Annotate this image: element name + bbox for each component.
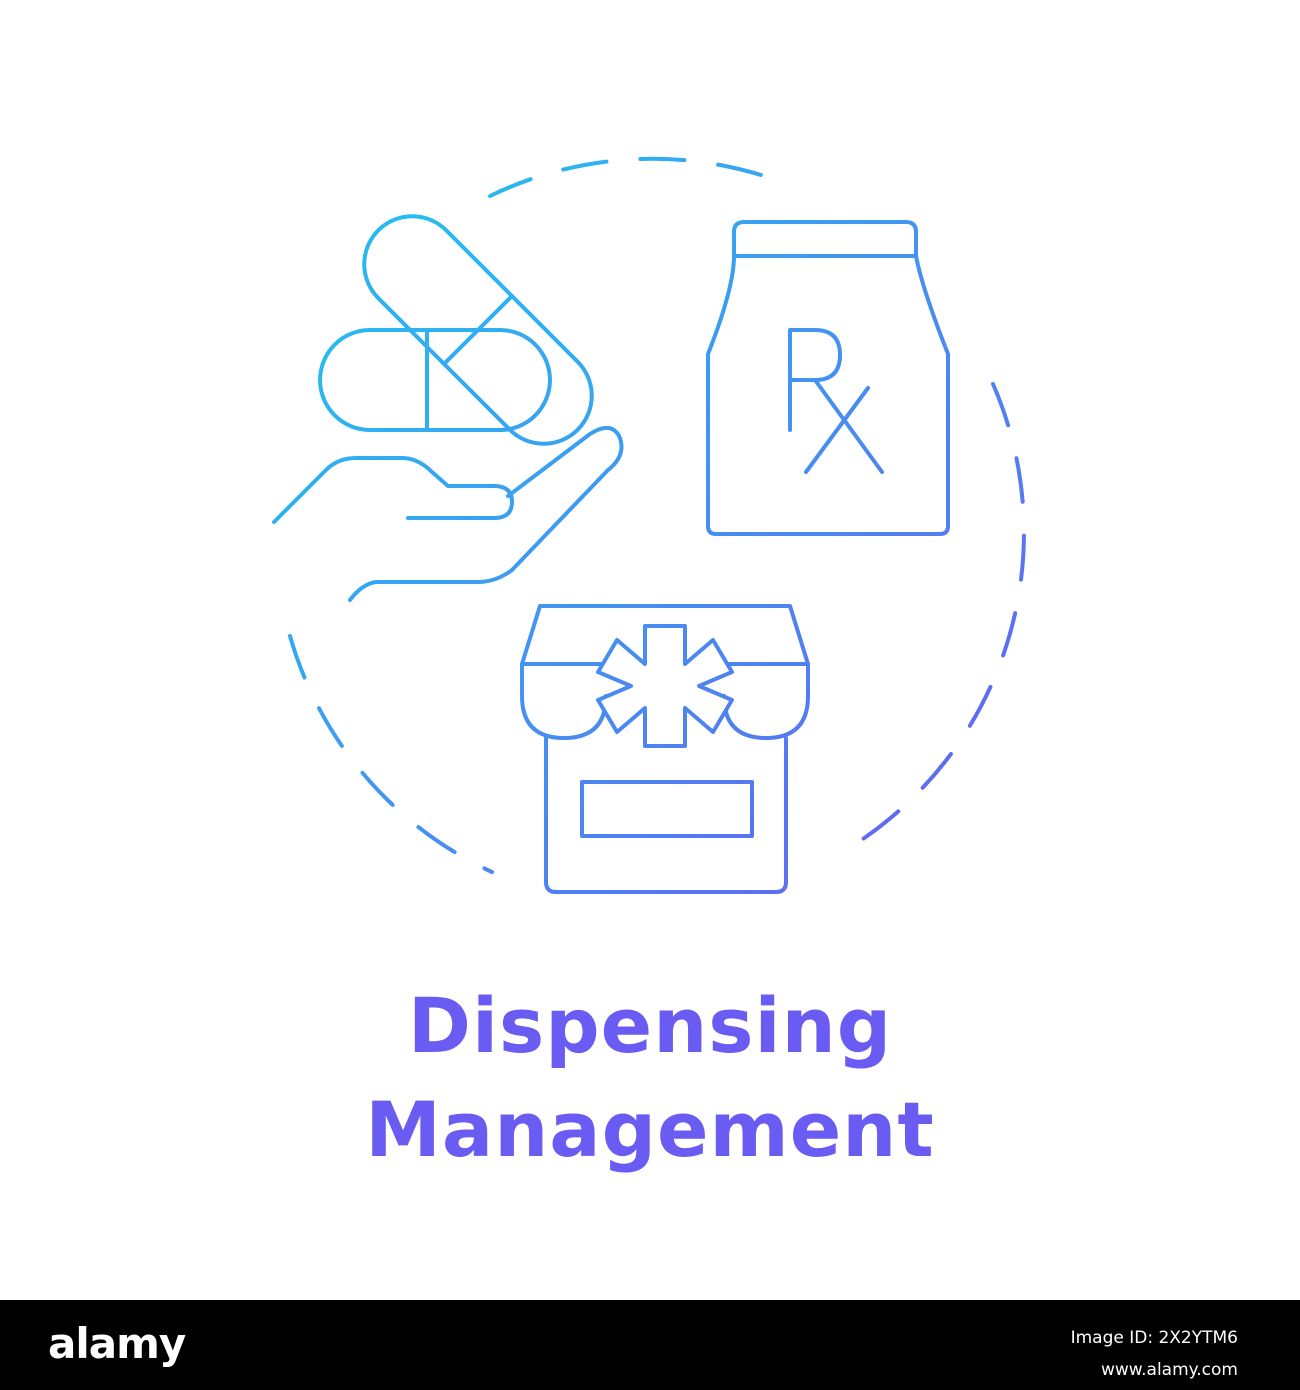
site-url: www.alamy.com (1100, 1360, 1238, 1380)
prescription-bag-icon (706, 220, 950, 536)
illustration (272, 156, 1026, 894)
dashed-ring (288, 156, 1026, 874)
capsule-pills-icon (318, 214, 594, 446)
alamy-logo: alamy (48, 1319, 186, 1368)
pharmacy-store-icon (520, 604, 810, 894)
title-line-2: Management (365, 1085, 935, 1174)
title-line-1: Dispensing (407, 981, 893, 1070)
open-hand-icon (272, 426, 624, 602)
watermark-footer: alamy Image ID: 2X2YTM6 www.alamy.com (0, 1300, 1300, 1390)
image-id-label: Image ID: 2X2YTM6 (1070, 1328, 1238, 1348)
